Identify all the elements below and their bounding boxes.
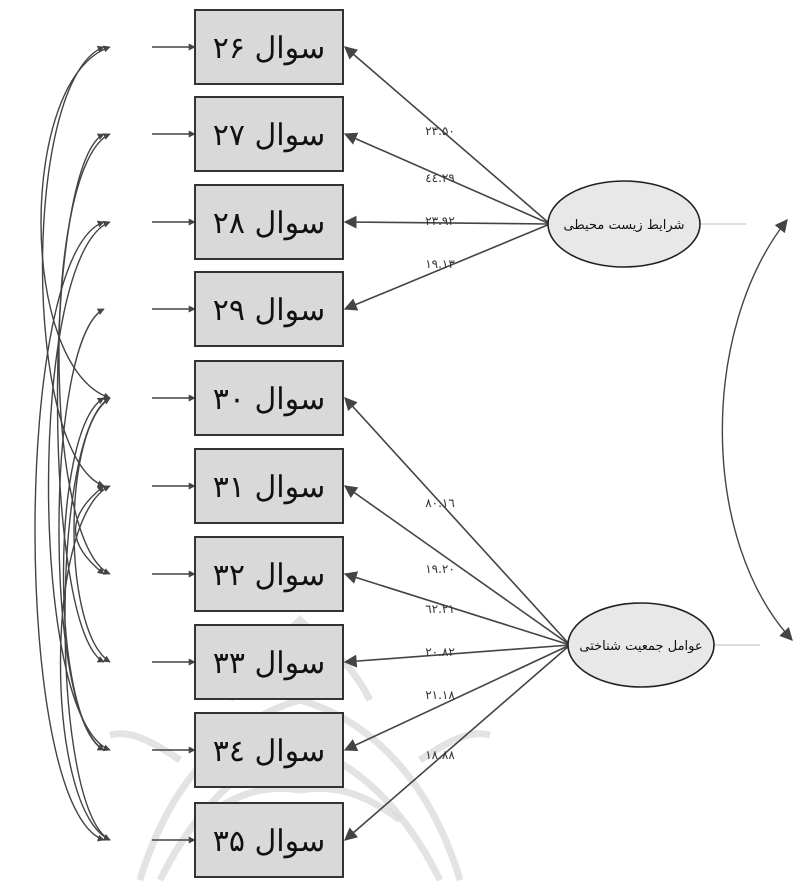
factor-label: شرایط زیست محیطی — [564, 218, 685, 233]
item-box-10: سوال ۳۵ — [194, 802, 344, 878]
error-covariance-curve — [58, 133, 111, 575]
loading-coefficient: ۲۱.٦۲ — [425, 602, 455, 616]
item-label: سوال ۳٤ — [213, 734, 326, 769]
loading-arrow — [343, 485, 571, 646]
item-label: سوال ۳۱ — [213, 470, 326, 505]
item-label: سوال ۳۰ — [213, 382, 326, 417]
error-covariance-curve — [59, 485, 111, 841]
loading-arrow — [343, 571, 571, 646]
item-box-rect — [194, 9, 344, 85]
loading-arrow — [343, 215, 551, 229]
item-box-5: سوال ۳۰ — [194, 360, 344, 436]
loading-arrow — [344, 644, 571, 841]
factor-ellipse-shape — [567, 602, 715, 688]
loading-coefficient: ۲۳.۹۲ — [425, 214, 455, 228]
factor-ellipse-shape — [547, 180, 701, 268]
item-label: سوال ۳۵ — [213, 824, 326, 859]
error-covariance-curve — [74, 485, 105, 575]
loading-coefficient: ۲۱.۱۸ — [425, 688, 455, 702]
item-box-7: سوال ۳۲ — [194, 536, 344, 612]
item-box-4: سوال ۲۹ — [194, 271, 344, 347]
factor-ellipse-2: عوامل جمعیت شناختی — [567, 602, 715, 688]
error-covariance-curve — [56, 133, 105, 663]
loading-arrow — [344, 46, 551, 225]
loading-arrow — [344, 397, 571, 646]
loading-arrow — [343, 644, 571, 751]
loading-arrow — [343, 223, 551, 311]
loading-coefficient: ۲۰.۸۲ — [425, 645, 455, 659]
item-box-rect — [194, 712, 344, 788]
loading-arrow — [343, 644, 571, 668]
error-covariance-curve — [73, 397, 111, 663]
loading-coefficient: ۲۹.٤٤ — [425, 171, 455, 185]
item-box-3: سوال ۲۸ — [194, 184, 344, 260]
item-box-9: سوال ۳٤ — [194, 712, 344, 788]
error-covariance-curve — [41, 45, 105, 488]
error-covariance-curve — [40, 45, 111, 400]
item-label: سوال ۲۹ — [213, 293, 326, 328]
error-covariance-curve — [58, 308, 105, 751]
item-box-1: سوال ۲۶ — [194, 9, 344, 85]
item-box-2: سوال ۲۷ — [194, 96, 344, 172]
item-label: سوال ۲۶ — [213, 31, 326, 66]
item-box-rect — [194, 271, 344, 347]
error-covariance-curve — [34, 220, 105, 842]
item-box-rect — [194, 96, 344, 172]
factor-covariance-curve — [721, 218, 793, 641]
item-label: سوال ۳۳ — [213, 646, 326, 681]
loading-coefficient: ۱٦.۸۰ — [425, 496, 455, 510]
item-label: سوال ۲۷ — [213, 118, 326, 153]
item-box-rect — [194, 448, 344, 524]
item-label: سوال ۳۲ — [213, 558, 326, 593]
item-box-rect — [194, 802, 344, 878]
factor-label: عوامل جمعیت شناختی — [579, 639, 702, 654]
item-box-rect — [194, 184, 344, 260]
item-label: سوال ۲۸ — [213, 206, 326, 241]
loading-coefficient: ۱۹.۲۰ — [425, 562, 455, 576]
item-box-rect — [194, 536, 344, 612]
loading-coefficient: ۱۹.۱۳ — [425, 257, 455, 271]
item-box-rect — [194, 624, 344, 700]
item-box-rect — [194, 360, 344, 436]
loading-coefficient: ۱۸.۸۸ — [425, 748, 455, 762]
loading-coefficient: ۲۳.۵۰ — [425, 124, 455, 138]
item-box-6: سوال ۳۱ — [194, 448, 344, 524]
factor-ellipse-1: شرایط زیست محیطی — [547, 180, 701, 268]
loading-arrow — [343, 132, 551, 225]
item-box-8: سوال ۳۳ — [194, 624, 344, 700]
